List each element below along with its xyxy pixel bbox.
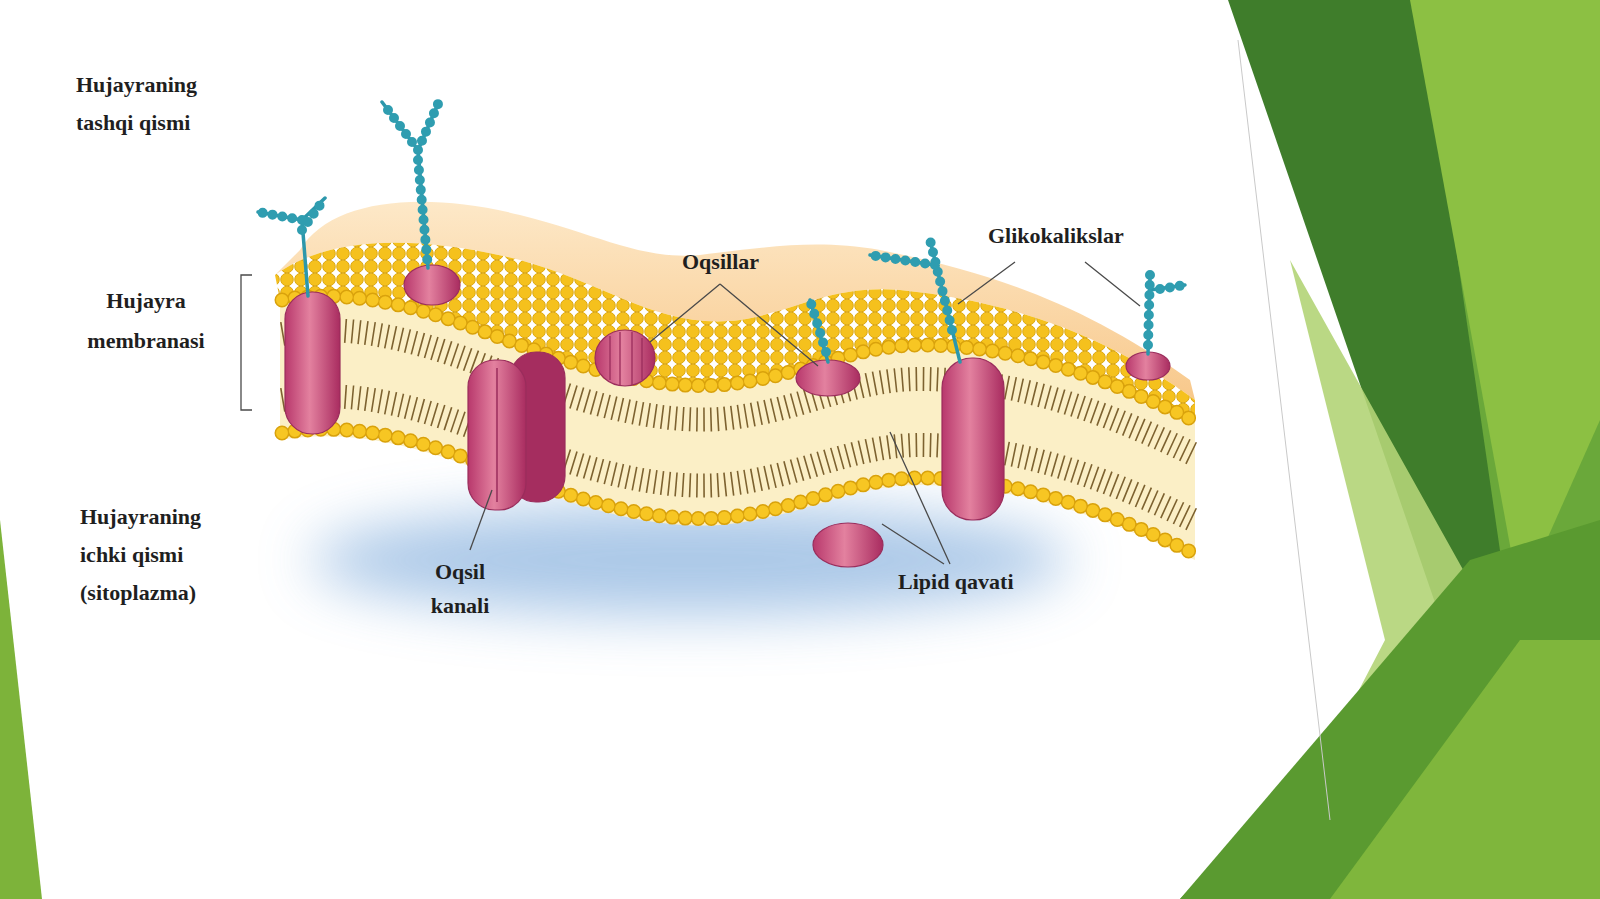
membrane-proteins — [285, 265, 1170, 567]
part-label: Oqsillar — [682, 248, 759, 275]
region-label: Hujayraning ichki qismi (sitoplazma) — [80, 498, 240, 612]
lipid-heads-top — [275, 243, 1195, 420]
part-label: Oqsil kanali — [418, 555, 502, 623]
part-label: Hujayra membranasi — [66, 281, 226, 361]
part-label: Lipid qavati — [898, 568, 1014, 595]
glycocalyx-chains — [258, 102, 1185, 362]
region-label: Hujayraning tashqi qismi — [76, 66, 236, 142]
lipid-heads-lower — [282, 429, 1193, 553]
leader-lines — [241, 262, 1140, 564]
lipid-heads-upper — [282, 296, 1193, 420]
part-label: Glikokalikslar — [988, 222, 1124, 249]
